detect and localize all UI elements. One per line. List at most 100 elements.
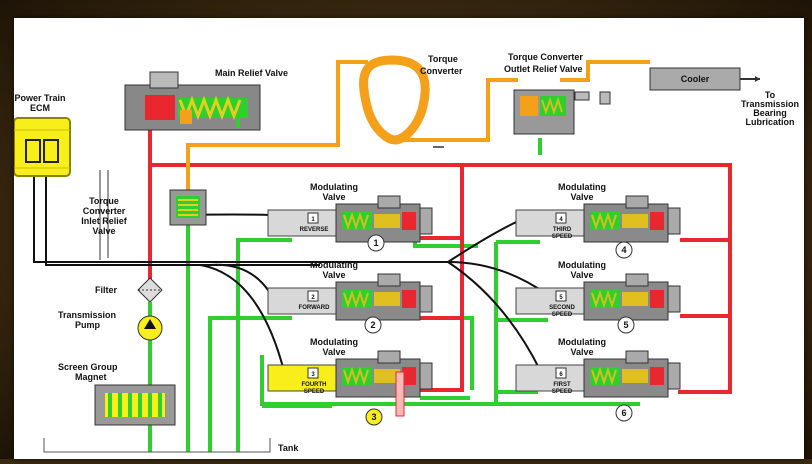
clutch-indicator bbox=[615, 404, 633, 422]
clutch-indicator bbox=[365, 408, 383, 426]
modulating-valve-label-2: Valve bbox=[570, 347, 593, 357]
filter-label: Filter bbox=[95, 285, 118, 295]
ecm-label-2: ECM bbox=[30, 103, 50, 113]
clutch-number: 2 bbox=[370, 320, 375, 330]
electrical-wires bbox=[33, 175, 546, 376]
torque-converter-label-2: Converter bbox=[420, 66, 463, 76]
solenoid-number: 3 bbox=[311, 372, 315, 378]
pressure-lines bbox=[148, 120, 732, 394]
valve-spool bbox=[374, 369, 400, 383]
solenoid-number-box bbox=[555, 367, 567, 379]
tc-outlet-label-1: Torque Converter bbox=[508, 52, 583, 62]
clutch-indicator bbox=[364, 316, 382, 334]
hydraulic-schematic: Power Train ECM Main Relief Valve Torque… bbox=[13, 52, 799, 453]
valve-end-cap bbox=[667, 285, 681, 313]
valve-end-cap bbox=[419, 207, 433, 235]
ecm-module bbox=[13, 117, 71, 177]
modulating-valve-label-2: Valve bbox=[322, 347, 345, 357]
solenoid-box bbox=[267, 364, 337, 392]
valve-spring bbox=[343, 289, 369, 309]
converter-lines bbox=[186, 60, 650, 190]
solenoid-number: 1 bbox=[311, 217, 315, 223]
tc-outlet-label-2: Outlet Relief Valve bbox=[504, 64, 583, 74]
wire-thin bbox=[99, 170, 109, 260]
valve-cap bbox=[625, 350, 649, 364]
magnet-label-2: Magnet bbox=[75, 372, 107, 382]
clutch-indicator bbox=[615, 241, 633, 259]
solenoid-name-2: SPEED bbox=[552, 234, 573, 240]
solenoid-number: 2 bbox=[311, 295, 315, 301]
valve-spool bbox=[622, 369, 648, 383]
modulating-valve-label-1: Modulating bbox=[310, 337, 358, 347]
cooler-label: Cooler bbox=[681, 74, 710, 84]
valve-pressure-chamber bbox=[650, 212, 664, 230]
modulating-valves: ModulatingValve1REVERSE1ModulatingValve2… bbox=[267, 182, 681, 426]
solenoid-box bbox=[267, 287, 337, 315]
valve-spring bbox=[591, 289, 617, 309]
valve-spring bbox=[343, 366, 369, 386]
tc-inlet-label-1: Torque bbox=[89, 196, 119, 206]
valve-spool bbox=[622, 214, 648, 228]
solenoid-number: 6 bbox=[559, 372, 563, 378]
modulating-valve-label-2: Valve bbox=[322, 192, 345, 202]
main-relief-label: Main Relief Valve bbox=[215, 68, 288, 78]
valve-pressure-chamber bbox=[650, 367, 664, 385]
solenoid-name-2: SPEED bbox=[552, 312, 573, 318]
solenoid-number-box bbox=[307, 367, 319, 379]
valve-cap bbox=[625, 195, 649, 209]
valve-pressure-chamber bbox=[402, 367, 416, 385]
tc-inlet-relief-valve bbox=[169, 189, 207, 226]
solenoid-number-box bbox=[555, 290, 567, 302]
to-trans-label-2: Transmission bbox=[741, 99, 799, 109]
valve-spring bbox=[343, 211, 369, 231]
solenoid-box bbox=[267, 209, 337, 237]
valve-cap bbox=[377, 350, 401, 364]
solenoid-number: 5 bbox=[559, 295, 563, 301]
clutch-indicator bbox=[617, 316, 635, 334]
clutch-number: 5 bbox=[623, 320, 628, 330]
clutch-number: 4 bbox=[621, 245, 626, 255]
modulating-valve-label-1: Modulating bbox=[558, 337, 606, 347]
valve-cap bbox=[625, 273, 649, 287]
to-trans-label-4: Lubrication bbox=[746, 117, 795, 127]
solenoid-name: THIRD bbox=[553, 227, 572, 233]
magnet-label-1: Screen Group bbox=[58, 362, 118, 372]
modulating-valve-label-2: Valve bbox=[570, 192, 593, 202]
clutch-3-actuation bbox=[395, 371, 405, 417]
modulating-valve-label-1: Modulating bbox=[310, 260, 358, 270]
tc-outlet-relief-valve bbox=[513, 89, 611, 135]
tank bbox=[43, 438, 271, 453]
to-trans-label-1: To bbox=[765, 90, 776, 100]
valve-pressure-chamber bbox=[650, 290, 664, 308]
valve-spool bbox=[622, 292, 648, 306]
valve-cap bbox=[377, 195, 401, 209]
tank-label: Tank bbox=[278, 443, 299, 453]
clutch-indicator bbox=[367, 234, 385, 252]
valve-pressure-chamber bbox=[402, 290, 416, 308]
valve-end-cap bbox=[419, 362, 433, 390]
valve-spool bbox=[374, 292, 400, 306]
valve-pressure-chamber bbox=[402, 212, 416, 230]
modulating-valve-label-2: Valve bbox=[322, 270, 345, 280]
solenoid-number-box bbox=[555, 212, 567, 224]
main-relief-valve bbox=[124, 71, 261, 131]
torque-converter-label-1: Torque bbox=[428, 54, 458, 64]
valve-end-cap bbox=[667, 207, 681, 235]
screen-group-magnet bbox=[94, 384, 176, 426]
tc-inlet-label-3: Inlet Relief bbox=[81, 216, 128, 226]
solenoid-number-box bbox=[307, 212, 319, 224]
ecm-label-1: Power Train bbox=[14, 93, 65, 103]
solenoid-name-2: SPEED bbox=[552, 389, 573, 395]
clutch-number: 1 bbox=[373, 238, 378, 248]
to-trans-label-3: Bearing bbox=[753, 108, 787, 118]
tc-inlet-label-4: Valve bbox=[92, 226, 115, 236]
solenoid-name: FIRST bbox=[553, 382, 571, 388]
solenoid-number-box bbox=[307, 290, 319, 302]
solenoid-name: REVERSE bbox=[300, 227, 329, 233]
